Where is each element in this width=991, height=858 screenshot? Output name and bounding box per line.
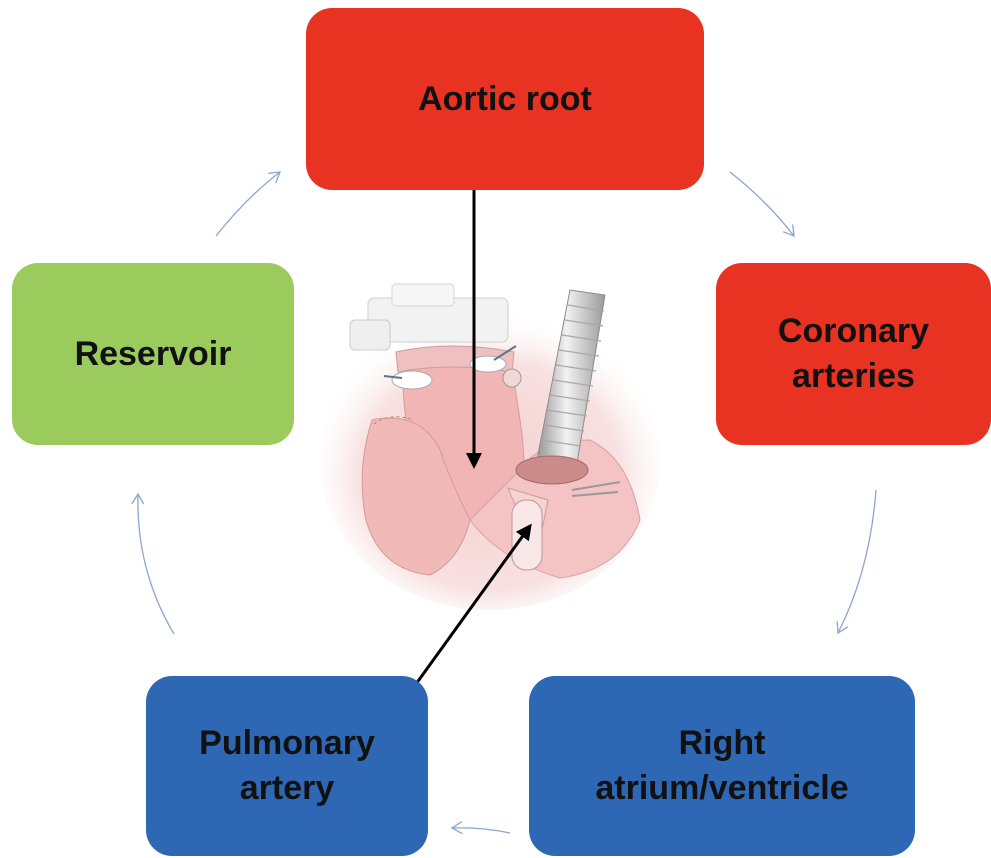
arrow-coronary-to-right-atrium xyxy=(838,490,876,633)
node-label-reservoir: Reservoir xyxy=(75,332,232,377)
node-reservoir: Reservoir xyxy=(12,263,294,445)
node-pulmonary-artery: Pulmonary artery xyxy=(146,676,428,856)
arrow-pulmonary-to-reservoir xyxy=(138,494,174,634)
arrow-reservoir-to-aortic xyxy=(216,172,280,236)
node-label-coronary-arteries: Coronary arteries xyxy=(778,309,929,399)
node-right-atrium-ventricle: Right atrium/ventricle xyxy=(529,676,915,856)
pointer-arrow-pulmonary-artery xyxy=(416,526,530,684)
node-label-pulmonary-artery: Pulmonary artery xyxy=(199,721,375,811)
node-label-right-atrium-ventricle: Right atrium/ventricle xyxy=(595,721,848,811)
arrow-right-atrium-to-pulmonary xyxy=(452,828,510,833)
node-label-aortic-root: Aortic root xyxy=(418,77,592,122)
arrow-aortic-to-coronary xyxy=(730,172,794,236)
node-aortic-root: Aortic root xyxy=(306,8,704,190)
node-coronary-arteries: Coronary arteries xyxy=(716,263,991,445)
